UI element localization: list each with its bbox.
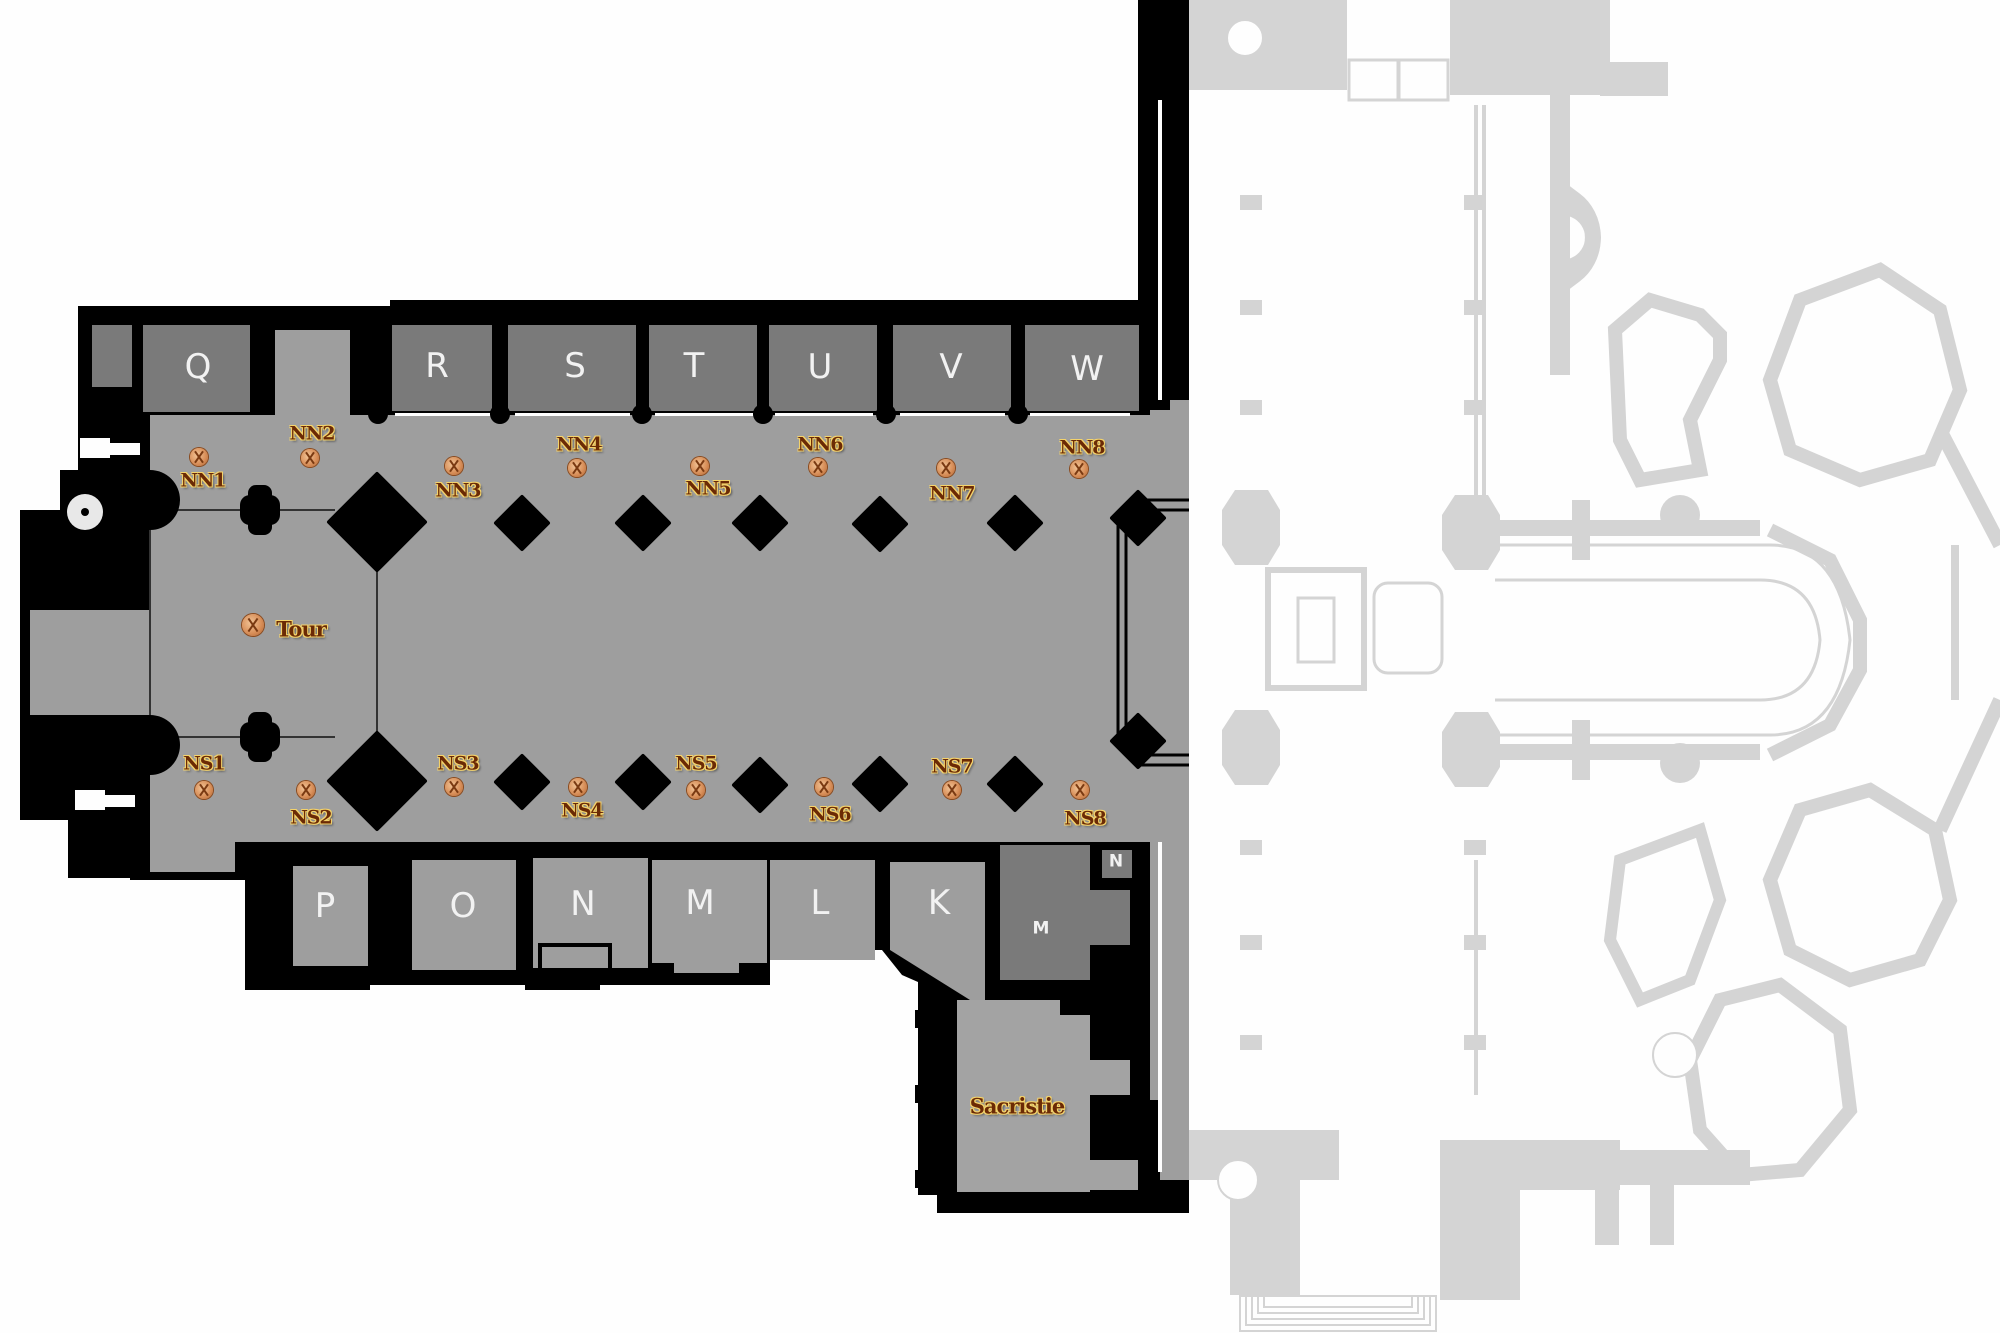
nave-pillar xyxy=(732,495,788,551)
nave-pillar xyxy=(852,496,908,552)
nave-pillar xyxy=(615,495,671,551)
nave-pillar xyxy=(987,495,1043,551)
medallion-icon[interactable] xyxy=(195,781,213,799)
marker-label[interactable]: NS2 xyxy=(290,806,332,829)
nave-pillar xyxy=(615,754,671,810)
medallion-icon[interactable] xyxy=(809,458,827,476)
crossing-pillar xyxy=(327,731,427,831)
marker-label[interactable]: NN6 xyxy=(797,433,844,456)
nave-pillars xyxy=(327,472,1166,831)
chapel-label[interactable]: K xyxy=(927,883,951,923)
crossing-pillar xyxy=(327,472,427,572)
nave-pillar xyxy=(494,495,550,551)
marker-label[interactable]: NS1 xyxy=(183,752,225,775)
medallion-icon[interactable] xyxy=(569,778,587,796)
chapel-label[interactable]: V xyxy=(939,347,963,387)
chapel-label[interactable]: W xyxy=(1070,349,1104,389)
medallion-icon[interactable] xyxy=(1071,781,1089,799)
chapel-label[interactable]: N xyxy=(570,884,596,924)
nave-plan-dark xyxy=(20,0,1189,1213)
marker-label[interactable]: NS4 xyxy=(561,799,603,822)
medallion-icon[interactable] xyxy=(687,781,705,799)
marker-label[interactable]: NS8 xyxy=(1064,807,1106,830)
medallion-icon[interactable] xyxy=(445,457,463,475)
tower-medallion-icon[interactable] xyxy=(242,614,264,636)
chapel-label[interactable]: L xyxy=(810,883,830,923)
medallion-icon[interactable] xyxy=(815,778,833,796)
marker-label[interactable]: NN5 xyxy=(685,477,732,500)
medallion-icon[interactable] xyxy=(568,459,586,477)
marker-label[interactable]: NN8 xyxy=(1059,436,1106,459)
medallion-icon[interactable] xyxy=(1070,460,1088,478)
chapel-label[interactable]: N xyxy=(1108,851,1124,872)
marker-label[interactable]: NN7 xyxy=(929,482,976,505)
chapel-label[interactable]: U xyxy=(807,347,833,387)
medallion-icon[interactable] xyxy=(937,459,955,477)
marker-label[interactable]: NN4 xyxy=(556,433,603,456)
tower-label[interactable]: Tour xyxy=(276,616,327,642)
chapel-label[interactable]: P xyxy=(314,886,336,926)
medallion-icon[interactable] xyxy=(691,457,709,475)
marker-label[interactable]: NN1 xyxy=(180,469,227,492)
marker-label[interactable]: NS7 xyxy=(931,755,973,778)
medallion-icon[interactable] xyxy=(190,448,208,466)
choir-plan-light xyxy=(1189,0,2000,1332)
medallion-icon[interactable] xyxy=(297,781,315,799)
medallion-icon[interactable] xyxy=(445,778,463,796)
nave-pillar xyxy=(1110,490,1166,546)
chapel-label[interactable]: S xyxy=(564,346,586,386)
nave-pillar xyxy=(494,754,550,810)
marker-label[interactable]: NN2 xyxy=(289,422,336,445)
medallion-icon[interactable] xyxy=(943,781,961,799)
medallion-icon[interactable] xyxy=(301,449,319,467)
chapel-label[interactable]: O xyxy=(449,886,477,926)
sacristy-label[interactable]: Sacristie xyxy=(969,1093,1065,1119)
chapel-label[interactable]: R xyxy=(425,346,449,386)
chapel-label[interactable]: T xyxy=(683,346,705,386)
marker-label[interactable]: NS6 xyxy=(809,803,851,826)
marker-label[interactable]: NS3 xyxy=(437,752,479,775)
marker-label[interactable]: NN3 xyxy=(435,479,482,502)
nave-pillar xyxy=(987,756,1043,812)
marker-label[interactable]: NS5 xyxy=(675,752,717,775)
nave-pillar xyxy=(732,757,788,813)
chapel-label[interactable]: M xyxy=(1032,918,1050,939)
nave-pillar xyxy=(1110,713,1166,769)
nave-pillar xyxy=(852,756,908,812)
chapel-label[interactable]: Q xyxy=(184,347,212,387)
chapel-label[interactable]: M xyxy=(685,883,715,923)
